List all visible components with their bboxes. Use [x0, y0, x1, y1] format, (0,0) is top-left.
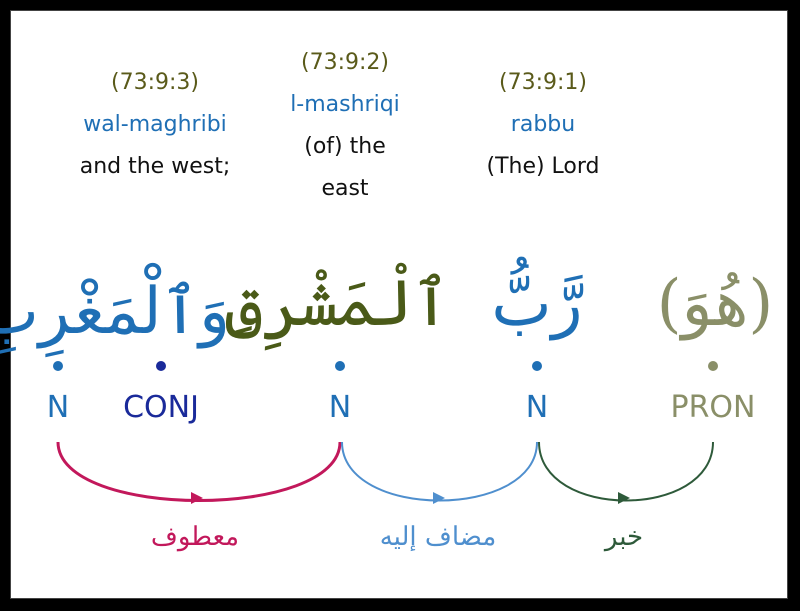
relation-label-khabar: خبر — [604, 522, 644, 552]
arabic-word-wal-maghribi: وَٱلْمَغْرِبِ — [0, 275, 230, 349]
relation-label-mudaf-ilayh: مضاف إليه — [379, 522, 497, 552]
word-translation: and the west; — [79, 154, 231, 179]
arc-arrow-khabar — [618, 492, 630, 504]
diagram-frame: (73:9:3) wal-maghribi and the west; (73:… — [0, 10, 788, 599]
word-translation: east — [321, 176, 369, 201]
relation-label-matuf: معطوف — [150, 522, 240, 552]
word-dot — [708, 361, 718, 371]
arc-mudaf-ilayh — [341, 441, 538, 502]
word-transliteration: rabbu — [510, 112, 576, 137]
arc-khabar — [538, 441, 714, 502]
pos-tag-n: N — [525, 390, 549, 425]
word-location: (73:9:1) — [499, 70, 587, 95]
pos-tag-conj: CONJ — [123, 390, 199, 425]
pos-tag-n: N — [46, 390, 70, 425]
word-gloss-3: (73:9:1) rabbu (The) Lord — [428, 62, 658, 188]
word-location: (73:9:2) — [301, 50, 389, 75]
arabic-word-rabbu: رَّبُّ — [491, 267, 583, 341]
word-translation: (The) Lord — [486, 154, 600, 179]
arabic-word-huwa: (هُوَ) — [656, 267, 774, 341]
arc-matuf — [56, 441, 342, 502]
word-dot — [532, 361, 542, 371]
word-location: (73:9:3) — [111, 70, 199, 95]
word-transliteration: l-mashriqi — [290, 92, 400, 117]
word-translation: (of) the — [304, 134, 386, 159]
word-gloss-2: (73:9:2) l-mashriqi (of) the east — [230, 42, 460, 210]
dependency-arcs — [56, 441, 714, 504]
word-dot — [156, 361, 166, 371]
arc-arrow-mudaf-ilayh — [433, 492, 445, 504]
word-transliteration: wal-maghribi — [83, 112, 227, 137]
word-gloss-1: (73:9:3) wal-maghribi and the west; — [40, 62, 270, 188]
arabic-word-l-mashriqi: ٱلْمَشْرِقِ — [225, 267, 450, 341]
pos-tag-pron: PRON — [670, 390, 756, 425]
arc-arrow-matuf — [191, 492, 203, 504]
word-dot — [53, 361, 63, 371]
pos-tag-n: N — [328, 390, 352, 425]
word-dot — [335, 361, 345, 371]
